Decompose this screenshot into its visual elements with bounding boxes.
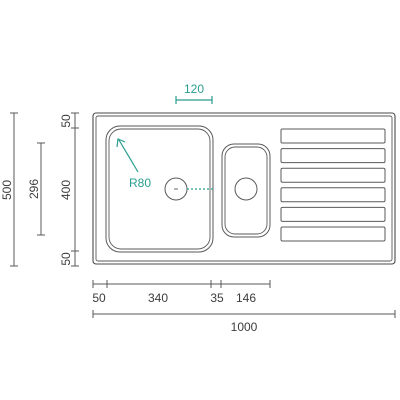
dim-corner-radius: R80 [116,138,151,190]
small-bowl-drain [234,177,258,201]
dim-gap-width-label: 35 [210,291,224,305]
dim-bowl-depth-label: 296 [27,179,41,199]
dim-top-margin-label: 50 [59,114,73,128]
small-bowl [221,143,271,238]
dim-width-chain: 50 340 35 146 [92,280,271,305]
dim-bowl-offset: 120 [175,82,213,104]
sink-outline [92,112,396,265]
drainer-slot [280,167,386,183]
dim-inner-depth-label: 400 [59,180,73,200]
dim-total-depth: 500 [0,112,18,267]
sink-inner-outline [95,115,393,262]
dim-corner-radius-label: R80 [129,176,151,190]
dim-small-bowl-width-label: 146 [236,291,256,305]
drainer-slot [280,128,386,144]
dim-left-margin-label: 50 [92,291,106,305]
drainer-slot [280,206,386,222]
dim-bowl-offset-label: 120 [184,82,204,96]
small-bowl-inner [224,146,268,235]
drainer-slot [280,148,386,164]
main-bowl-inner [108,128,211,250]
dim-main-bowl-width-label: 340 [148,291,168,305]
dim-bottom-margin-label: 50 [59,252,73,266]
dim-total-width-label: 1000 [231,320,258,334]
drainer-slot [280,187,386,203]
dim-total-depth-label: 500 [0,180,14,200]
dim-total-width: 1000 [92,310,396,334]
drainer-slots [280,128,386,242]
dim-inner-depth-chain: 50 400 50 [59,112,79,267]
dim-bowl-depth: 296 [27,142,45,236]
drainer-slot [280,226,386,242]
